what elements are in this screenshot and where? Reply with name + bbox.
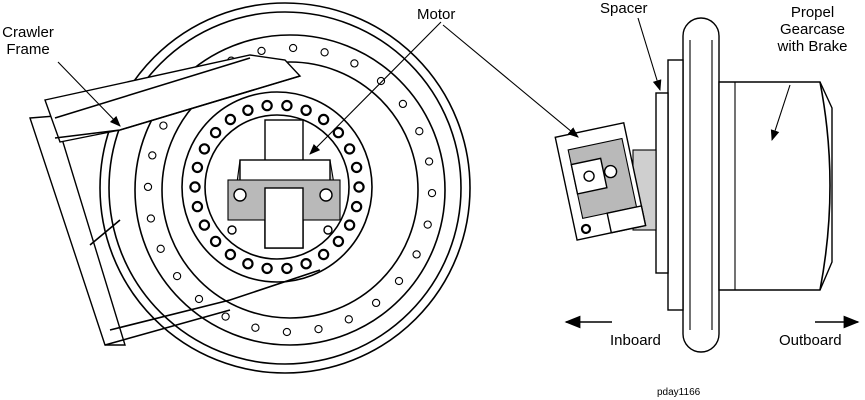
bolt-hole (143, 182, 153, 192)
bolt-hole (209, 235, 222, 248)
bolt-hole (172, 271, 182, 281)
outer-ring-inner (108, 11, 462, 365)
bolt-hole (332, 235, 345, 248)
bolt-hole (412, 250, 421, 259)
bolt-hole (198, 219, 211, 231)
bolt-hole (281, 262, 293, 275)
bolt-hole (146, 214, 156, 223)
gearcase-label: Propel Gearcase with Brake (765, 4, 860, 55)
side-view (554, 17, 833, 353)
bolt-hole (350, 200, 363, 213)
bolt-hole (353, 181, 365, 193)
end-view (29, 2, 471, 374)
outer-ring (99, 2, 471, 374)
bolt-hole (320, 48, 329, 57)
crawler-frame-label: Crawler Frame (0, 24, 56, 58)
bolt-hole (424, 157, 434, 166)
bolt-hole (257, 46, 266, 56)
bolt-hole (350, 161, 363, 174)
bolt-hole (300, 104, 312, 117)
leader-lines (57, 17, 791, 155)
spacer (655, 92, 669, 274)
inner-bolt-circle (189, 99, 365, 275)
bolt-hole (261, 262, 273, 275)
bolt-hole (209, 126, 222, 139)
bolt-ring-outer (134, 34, 446, 346)
bolt-hole (371, 298, 381, 308)
bolt-hole (251, 323, 260, 332)
bolt-hole (398, 99, 408, 109)
hub-flange (667, 59, 684, 311)
crawler-frame-text: Crawler Frame (2, 24, 54, 58)
crawler-frame (29, 54, 321, 346)
bolt-hole (343, 143, 356, 155)
bolt-hole (317, 248, 330, 261)
bolt-hole (198, 143, 211, 155)
bolt-hole (148, 151, 157, 160)
gearcase-text: Propel Gearcase with Brake (777, 4, 848, 55)
bolt-hole (242, 258, 254, 270)
hub-face (204, 114, 350, 260)
bolt-hole (224, 248, 237, 261)
bolt-hole (317, 113, 330, 126)
bolt-hole (427, 188, 437, 198)
bolt-hole (314, 324, 323, 334)
bolt-hole (261, 99, 273, 112)
bolt-hole (224, 113, 237, 126)
bolt-hole (194, 294, 204, 304)
bolt-hole (394, 276, 404, 286)
bolt-hole (191, 200, 204, 213)
outboard-label: Outboard (779, 332, 842, 349)
bolt-hole (288, 43, 298, 53)
bolt-hole (376, 76, 386, 86)
drive-wheel (682, 17, 720, 353)
bolt-hole (350, 59, 359, 68)
bolt-hole (191, 161, 204, 174)
bolt-hole (282, 327, 292, 337)
bolt-hole (189, 181, 201, 193)
motor-side-view (554, 121, 647, 241)
bolt-hole (344, 315, 353, 324)
bolt-hole (300, 258, 312, 270)
bolt-hole (281, 99, 293, 112)
motor-end-view (227, 119, 341, 249)
gearcase-body (718, 81, 833, 291)
bolt-hole (423, 220, 432, 229)
bolt-hole (156, 244, 165, 253)
bolt-hole (332, 126, 345, 139)
figure-id: pday1166 (657, 387, 701, 398)
bolt-hole (221, 312, 230, 321)
bolt-hole (159, 121, 168, 130)
spacer-label: Spacer (600, 0, 648, 17)
bolt-ring-inner (161, 61, 419, 319)
bolt-hole (415, 127, 424, 136)
bolt-hole (242, 104, 254, 117)
motor-label: Motor (417, 6, 456, 23)
inboard-label: Inboard (610, 332, 661, 349)
hub-ring (181, 91, 373, 283)
bolt-hole (343, 219, 356, 231)
